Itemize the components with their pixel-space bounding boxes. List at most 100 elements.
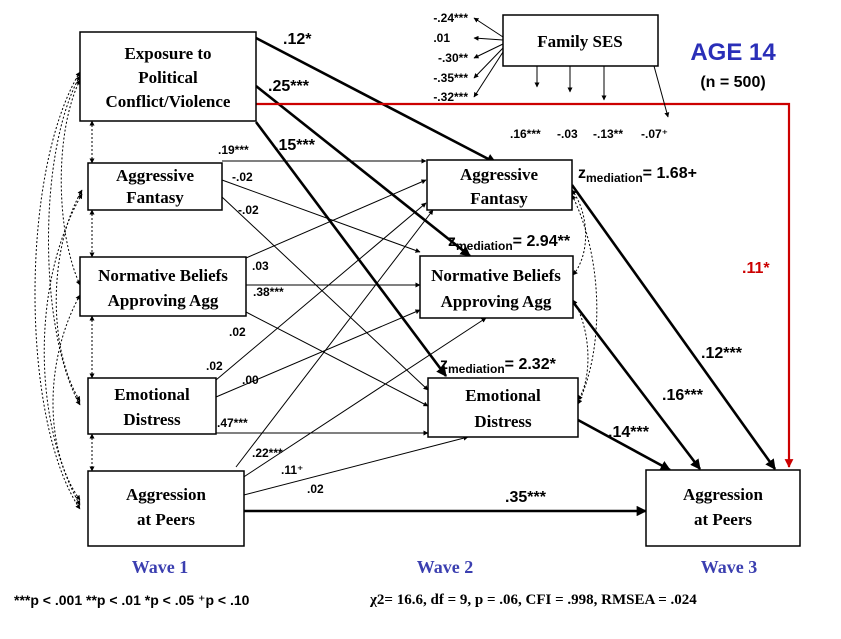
w1-beliefs-label-1: Normative Beliefs — [98, 266, 228, 285]
coef-exp-fantasy: .12* — [283, 31, 312, 48]
curve-w2-beliefs-distress — [572, 299, 589, 401]
path-agg-to-fantasy — [235, 209, 434, 468]
ses-arrow-9 — [653, 65, 670, 118]
path-beliefs-to-fantasy — [245, 179, 427, 259]
coef-exp-beliefs: .25*** — [268, 78, 310, 95]
ses-arrows — [473, 17, 670, 118]
path-w2-distress-to-w3 — [577, 418, 671, 472]
boxes — [79, 14, 801, 547]
box-w3-aggression — [645, 469, 801, 547]
ses-arrow-5 — [473, 51, 504, 98]
exposure-label-2: Political — [138, 68, 198, 87]
coef-distress-fantasy: .02 — [206, 359, 223, 373]
mediation-beliefs-sub: mediation — [456, 239, 513, 253]
sample-size: (n = 500) — [700, 74, 765, 91]
coef-agg-beliefs: .11⁺ — [281, 463, 303, 477]
curve-w2-fantasy-distress — [571, 194, 598, 405]
ses-arrow-4 — [473, 47, 504, 79]
box-exposure — [79, 31, 257, 122]
mediation-stats: zmediation= 1.68+ zmediation= 2.94** zme… — [440, 165, 697, 376]
curve-fantasy-distress — [55, 189, 83, 402]
family-ses-label: Family SES — [537, 32, 623, 51]
w2-fantasy-label-2: Fantasy — [470, 189, 528, 208]
box-w2-distress — [427, 377, 579, 438]
w3-aggression-label-2: at Peers — [694, 510, 752, 529]
w3-aggression-label-1: Aggression — [683, 485, 764, 504]
path-agg-to-beliefs — [235, 317, 487, 483]
ses-coef-3: -.30** — [438, 51, 468, 65]
w2-beliefs-label-2: Approving Agg — [441, 292, 552, 311]
ses-coef-5: -.32*** — [433, 90, 468, 104]
w1-distress-label-1: Emotional — [114, 385, 190, 404]
mediation-beliefs-value: = 2.94** — [513, 233, 571, 250]
curve-exp-distress — [48, 75, 81, 406]
coef-exp-distress: .15*** — [274, 137, 316, 154]
coef-beliefs-distress: .02 — [229, 325, 246, 339]
ses-coef-1: -.24*** — [433, 11, 468, 25]
curve-beliefs-aggression — [52, 294, 81, 501]
coef-stab-beliefs: .38*** — [253, 285, 284, 299]
mediation-beliefs: zmediation= 2.94** — [448, 233, 571, 253]
w2-distress-label-2: Distress — [474, 412, 532, 431]
coef-agg-fantasy: .22*** — [252, 446, 283, 460]
exposure-label-1: Exposure to — [124, 44, 211, 63]
path-exposure-to-beliefs — [255, 84, 471, 258]
coef-w2-fantasy-w3: .12*** — [701, 345, 743, 362]
path-beliefs-to-distress — [245, 311, 429, 407]
path-exposure-to-fantasy — [255, 36, 497, 165]
box-w1-distress — [87, 377, 217, 435]
box-w1-beliefs — [79, 256, 247, 317]
coef-stab-aggression: .35*** — [505, 489, 547, 506]
path-agg-to-distress — [235, 435, 469, 498]
coef-beliefs-fantasy: .03 — [252, 259, 269, 273]
path-w2-fantasy-to-w3 — [570, 184, 777, 470]
ses-bottom-1: .16*** — [510, 127, 541, 141]
w1-distress-label-2: Distress — [123, 410, 181, 429]
w2-fantasy-label-1: Aggressive — [460, 165, 539, 184]
ses-arrow-3 — [473, 43, 504, 59]
coef-distress-beliefs: .00 — [242, 373, 259, 387]
ses-left-coefs: -.24*** .01 -.30** -.35*** -.32*** — [433, 11, 468, 104]
mediation-fantasy-sub: mediation — [586, 171, 643, 185]
path-exposure-to-distress — [254, 121, 448, 377]
ses-bottom-2: -.03 — [557, 127, 578, 141]
exposure-label-3: Conflict/Violence — [106, 92, 231, 111]
coef-agg-distress: .02 — [307, 482, 324, 496]
coef-w2-distress-w3: .14*** — [608, 424, 650, 441]
mediation-fantasy-z: z — [578, 165, 586, 182]
path-fantasy-to-distress — [221, 196, 429, 391]
w1-fantasy-label-1: Aggressive — [116, 166, 195, 185]
ses-arrow-2 — [473, 35, 504, 41]
model-fit-stats: χ2= 16.6, df = 9, p = .06, CFI = .998, R… — [370, 592, 697, 608]
mediation-beliefs-z: z — [448, 233, 456, 250]
path-w2-beliefs-to-w3 — [571, 301, 702, 470]
wave-3-label: Wave 3 — [701, 557, 758, 577]
ses-bottom-coefs: .16*** -.03 -.13** -.07⁺ — [510, 127, 668, 141]
w1-fantasy-label-2: Fantasy — [126, 188, 184, 207]
mediation-distress-value: = 2.32* — [505, 356, 557, 373]
wave-2-label: Wave 2 — [417, 557, 474, 577]
w2-beliefs-label-1: Normative Beliefs — [431, 266, 561, 285]
box-w2-fantasy — [426, 159, 573, 211]
mediation-fantasy-value: = 1.68+ — [643, 165, 697, 182]
curve-fantasy-aggression — [43, 193, 83, 506]
w1-aggression-label-1: Aggression — [126, 485, 207, 504]
box-w2-beliefs — [419, 255, 574, 319]
box-family-ses — [502, 14, 659, 67]
ses-arrow-1 — [473, 17, 504, 38]
w1-aggression-label-2: at Peers — [137, 510, 195, 529]
significance-legend: ***p < .001 **p < .01 *p < .05 ⁺p < .10 — [14, 592, 250, 608]
mediation-distress-z: z — [440, 356, 448, 373]
path-distress-to-fantasy — [215, 202, 427, 381]
ses-bottom-4: -.07⁺ — [641, 127, 668, 141]
w1-curved-correlations — [34, 71, 83, 510]
curve-exp-aggression — [34, 71, 81, 510]
w1-beliefs-label-2: Approving Agg — [108, 291, 219, 310]
w2-distress-label-1: Emotional — [465, 386, 541, 405]
box-w1-fantasy — [87, 162, 223, 211]
coef-exp-w3: .11* — [742, 260, 770, 277]
mediation-distress-sub: mediation — [448, 362, 505, 376]
coef-w2-beliefs-w3: .16*** — [662, 387, 704, 404]
ses-coef-2: .01 — [433, 31, 450, 45]
